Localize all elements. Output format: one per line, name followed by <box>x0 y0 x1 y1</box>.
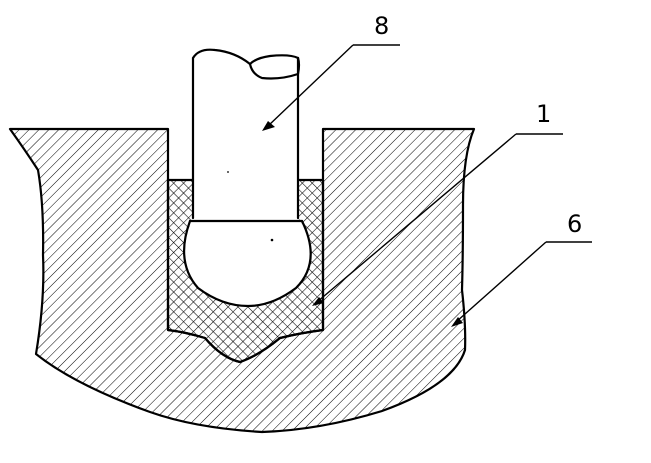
callout-label-coating: 1 <box>536 100 551 128</box>
callout-base: 6 <box>451 210 592 327</box>
callout-coating: 1 <box>312 100 563 306</box>
callout-label-rod: 8 <box>374 12 389 40</box>
callout-label-base: 6 <box>567 210 582 238</box>
rod <box>183 48 312 308</box>
callout-rod: 8 <box>262 12 400 131</box>
